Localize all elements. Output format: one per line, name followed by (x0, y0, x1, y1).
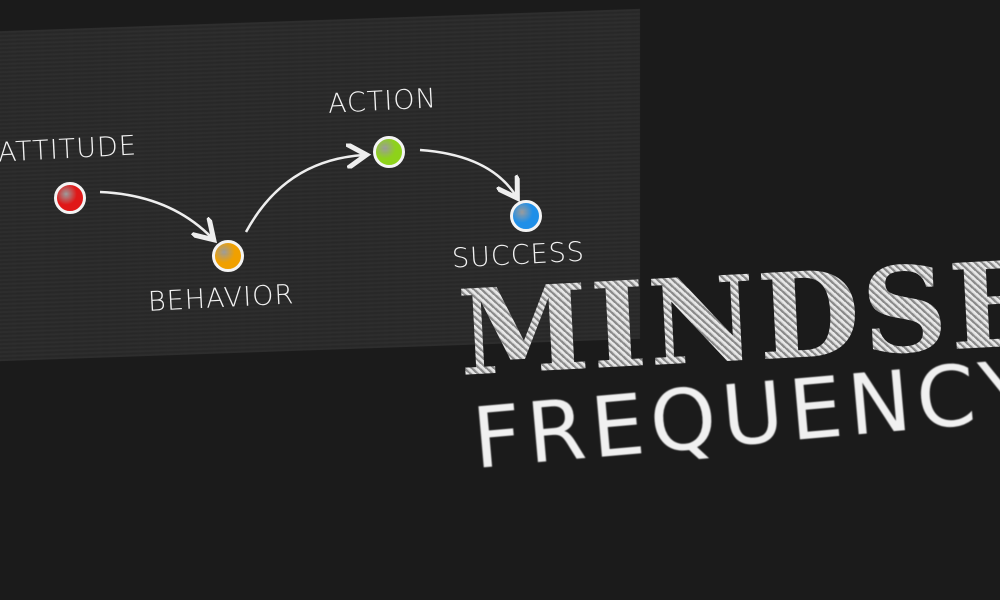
step-dot-action (373, 136, 405, 168)
step-dot-success (510, 200, 542, 232)
step-dot-behavior (212, 240, 244, 272)
arrow-action-success (419, 148, 516, 196)
flow-arrows (99, 0, 640, 350)
label-action: ACTION (327, 83, 438, 120)
arrow-behavior-action (244, 155, 364, 233)
step-dot-attitude (54, 182, 86, 214)
arrow-attitude-behavior (99, 190, 212, 238)
